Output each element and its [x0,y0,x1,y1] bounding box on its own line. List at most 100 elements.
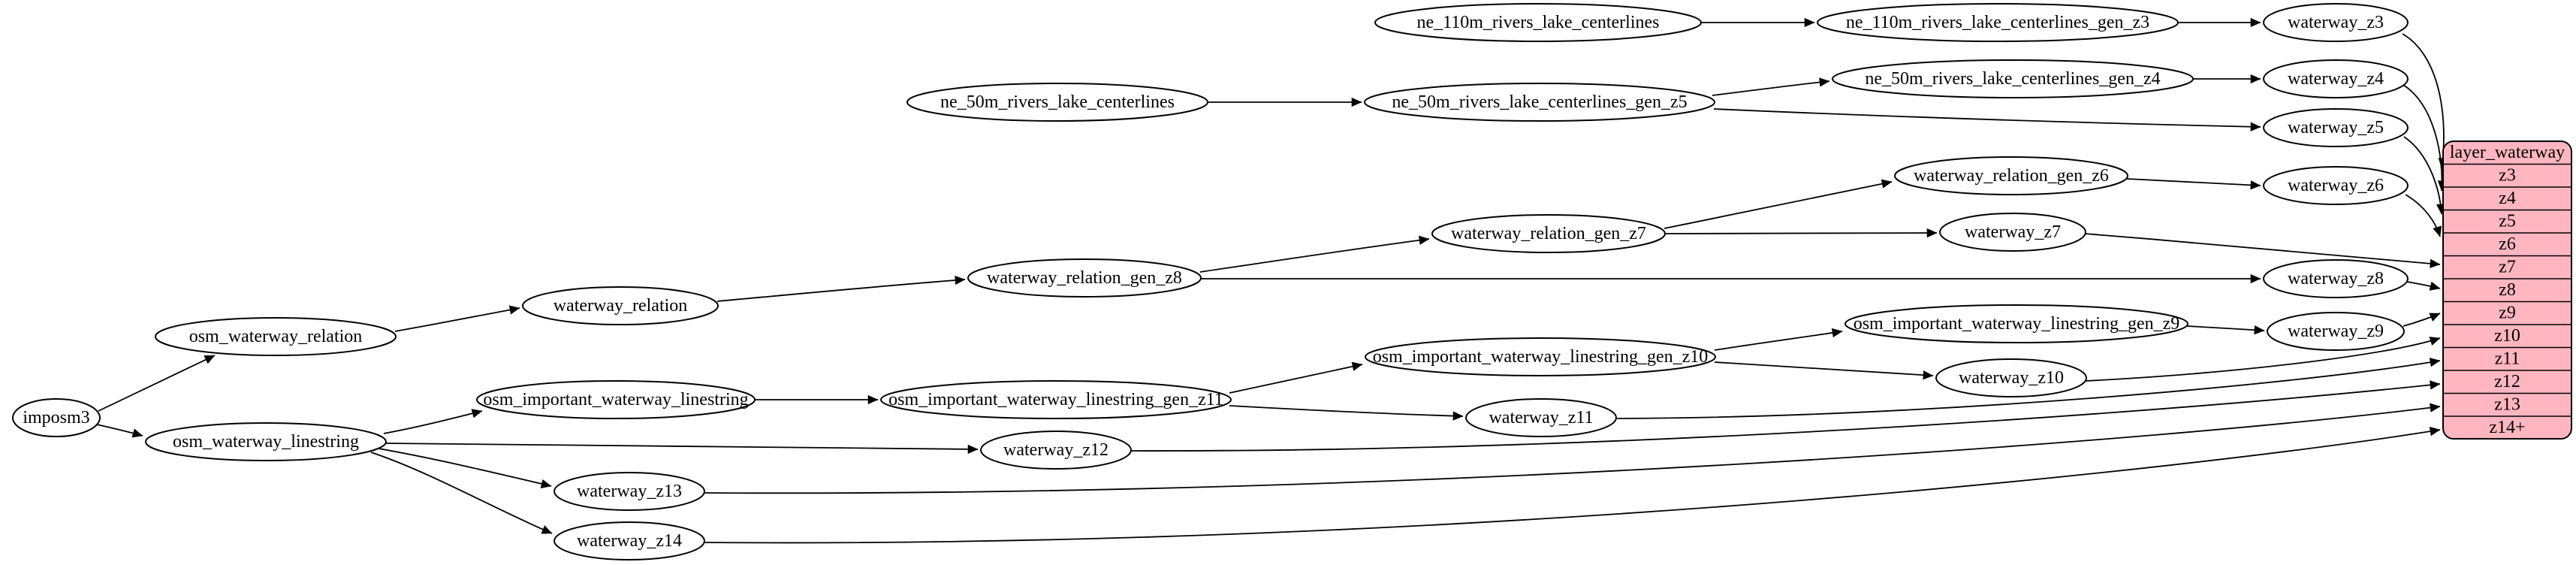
edge-gen-z8-to-gen-z7 [1199,235,1430,273]
edge-osm-waterway-linestring-to-waterway-z13 [378,448,552,488]
node-label: waterway_relation_gen_z7 [1451,224,1646,243]
table-row-z13: z13 [2494,395,2520,415]
edge-waterway-z11-to-row-z11 [1615,358,2441,419]
node-ne-50m-rivers-lake-centerlines-gen-z5: ne_50m_rivers_lake_centerlines_gen_z5 [1364,83,1715,122]
edge-waterway-z4-to-row-z4 [2403,84,2448,192]
node-label: waterway_z9 [2288,322,2384,341]
table-row-z4: z4 [2499,189,2516,208]
edge-waterway-z5-to-row-z5 [2403,136,2446,215]
edge-osm-waterway-linestring-to-osm-important [383,409,483,434]
node-label: osm_important_waterway_linestring_gen_z1… [888,390,1223,409]
edge-waterway-z7-to-row-z7 [2084,233,2441,268]
edge-layer [96,17,2448,544]
node-imposm3: imposm3 [12,398,101,437]
node-label: waterway_z11 [1489,408,1593,428]
edge-imposm3-to-osm-waterway-relation [98,355,216,412]
node-label: ne_50m_rivers_lake_centerlines_gen_z4 [1865,69,2160,89]
node-waterway-z6: waterway_z6 [2263,166,2409,205]
node-ne-50m-rivers-lake-centerlines: ne_50m_rivers_lake_centerlines [906,83,1208,122]
edge-gen-z6-to-waterway-z6 [2126,178,2261,190]
node-label: ne_50m_rivers_lake_centerlines [940,92,1175,112]
edge-waterway-z8-to-row-z8 [2406,281,2441,291]
table-title: layer_waterway [2450,143,2565,162]
node-label: waterway_relation_gen_z6 [1914,166,2109,186]
node-osm-important-waterway-linestring: osm_important_waterway_linestring [476,380,756,419]
edge-osm-waterway-relation-to-waterway-relation [394,305,520,332]
edge-gen-z5-to-gen-z4 [1712,77,1830,96]
table-row-z9: z9 [2499,304,2516,323]
node-label: waterway_z10 [1959,368,2064,388]
node-label: osm_important_waterway_linestring_gen_z9 [1854,314,2180,334]
node-waterway-z4: waterway_z4 [2263,59,2409,98]
edge-waterway-z14-to-row-z14plus [704,427,2441,544]
edge-gen-z7-to-gen-z6 [1664,179,1893,229]
node-osm-important-waterway-linestring-gen-z11: osm_important_waterway_linestring_gen_z1… [880,380,1232,419]
edge-gen-z7-to-waterway-z7 [1664,228,1938,238]
node-label: waterway_z6 [2288,176,2384,195]
node-label: waterway_z3 [2288,13,2384,32]
edge-waterway-z3-to-row-z3 [2402,33,2448,169]
node-waterway-z12: waterway_z12 [980,431,1132,470]
edge-gen-z9-to-waterway-z9 [2186,325,2265,335]
node-osm-important-waterway-linestring-gen-z9: osm_important_waterway_linestring_gen_z9 [1845,304,2188,343]
node-waterway-relation-gen-z6: waterway_relation_gen_z6 [1894,156,2128,195]
node-waterway-relation: waterway_relation [522,286,719,325]
node-waterway-z11: waterway_z11 [1465,398,1617,437]
node-label: waterway_z14 [577,531,682,551]
layer-waterway-table: layer_waterway z3 z4 z5 z6 z7 z8 z9 z10 … [2442,140,2572,440]
node-label: ne_110m_rivers_lake_centerlines_gen_z3 [1846,13,2149,32]
node-waterway-z14: waterway_z14 [554,521,705,560]
node-osm-important-waterway-linestring-gen-z10: osm_important_waterway_linestring_gen_z1… [1365,337,1716,376]
edge-waterway-relation-to-gen-z8 [716,275,966,302]
table-row-z8: z8 [2499,280,2516,300]
node-waterway-z8: waterway_z8 [2263,259,2409,298]
edge-gen-z11-to-gen-z10 [1229,361,1363,394]
node-waterway-z3: waterway_z3 [2263,3,2409,42]
node-label: waterway_relation_gen_z8 [987,268,1182,288]
edge-waterway-z12-to-row-z12 [1130,380,2441,452]
edge-gen-z11-to-waterway-z11 [1229,405,1464,421]
node-label: osm_important_waterway_linestring [483,390,748,409]
node-label: waterway_z7 [1965,222,2061,242]
node-ne-110m-rivers-lake-centerlines: ne_110m_rivers_lake_centerlines [1374,3,1702,42]
edge-osm-waterway-linestring-to-waterway-z12 [385,443,979,455]
node-label: osm_important_waterway_linestring_gen_z1… [1373,347,1709,367]
table-row-z10: z10 [2494,326,2520,346]
node-label: waterway_z12 [1003,440,1109,460]
node-waterway-relation-gen-z7: waterway_relation_gen_z7 [1431,214,1666,253]
edge-osm-waterway-linestring-to-waterway-z14 [370,452,553,534]
edge-waterway-z6-to-row-z6 [2405,194,2442,237]
node-osm-waterway-relation: osm_waterway_relation [155,317,397,356]
edge-gen-z10-to-waterway-z10 [1714,361,1934,380]
node-waterway-z7: waterway_z7 [1939,213,2086,252]
node-osm-waterway-linestring: osm_waterway_linestring [145,422,387,461]
table-row-z12: z12 [2494,372,2520,391]
node-label: osm_waterway_relation [189,327,363,346]
edge-gen-z10-to-gen-z9 [1714,328,1843,351]
node-label: waterway_z13 [577,482,682,501]
node-label: waterway_z4 [2288,69,2384,89]
node-waterway-z13: waterway_z13 [554,472,705,511]
node-waterway-z9: waterway_z9 [2267,312,2405,351]
node-waterway-relation-gen-z8: waterway_relation_gen_z8 [967,258,1202,298]
table-row-z3: z3 [2499,166,2516,186]
node-label: imposm3 [23,408,89,428]
node-label: osm_waterway_linestring [173,432,359,452]
node-label: ne_50m_rivers_lake_centerlines_gen_z5 [1392,92,1687,112]
node-waterway-z5: waterway_z5 [2263,108,2409,147]
edge-waterway-z10-to-row-z10 [2085,337,2441,382]
node-ne-110m-rivers-lake-centerlines-gen-z3: ne_110m_rivers_lake_centerlines_gen_z3 [1817,3,2179,42]
node-label: waterway_relation [554,296,688,316]
edge-imposm3-to-osm-waterway-linestring [96,424,143,438]
table-row-z7: z7 [2499,258,2516,277]
edge-waterway-z9-to-row-z9 [2403,313,2441,327]
node-label: waterway_z8 [2288,269,2384,289]
table-row-z6: z6 [2499,234,2516,254]
table-row-z11: z11 [2495,349,2520,369]
table-row-z14plus: z14+ [2489,418,2525,437]
node-label: waterway_z5 [2288,118,2384,137]
node-label: ne_110m_rivers_lake_centerlines [1417,13,1660,32]
table-row-z5: z5 [2499,212,2516,231]
node-waterway-z10: waterway_z10 [1935,358,2087,397]
